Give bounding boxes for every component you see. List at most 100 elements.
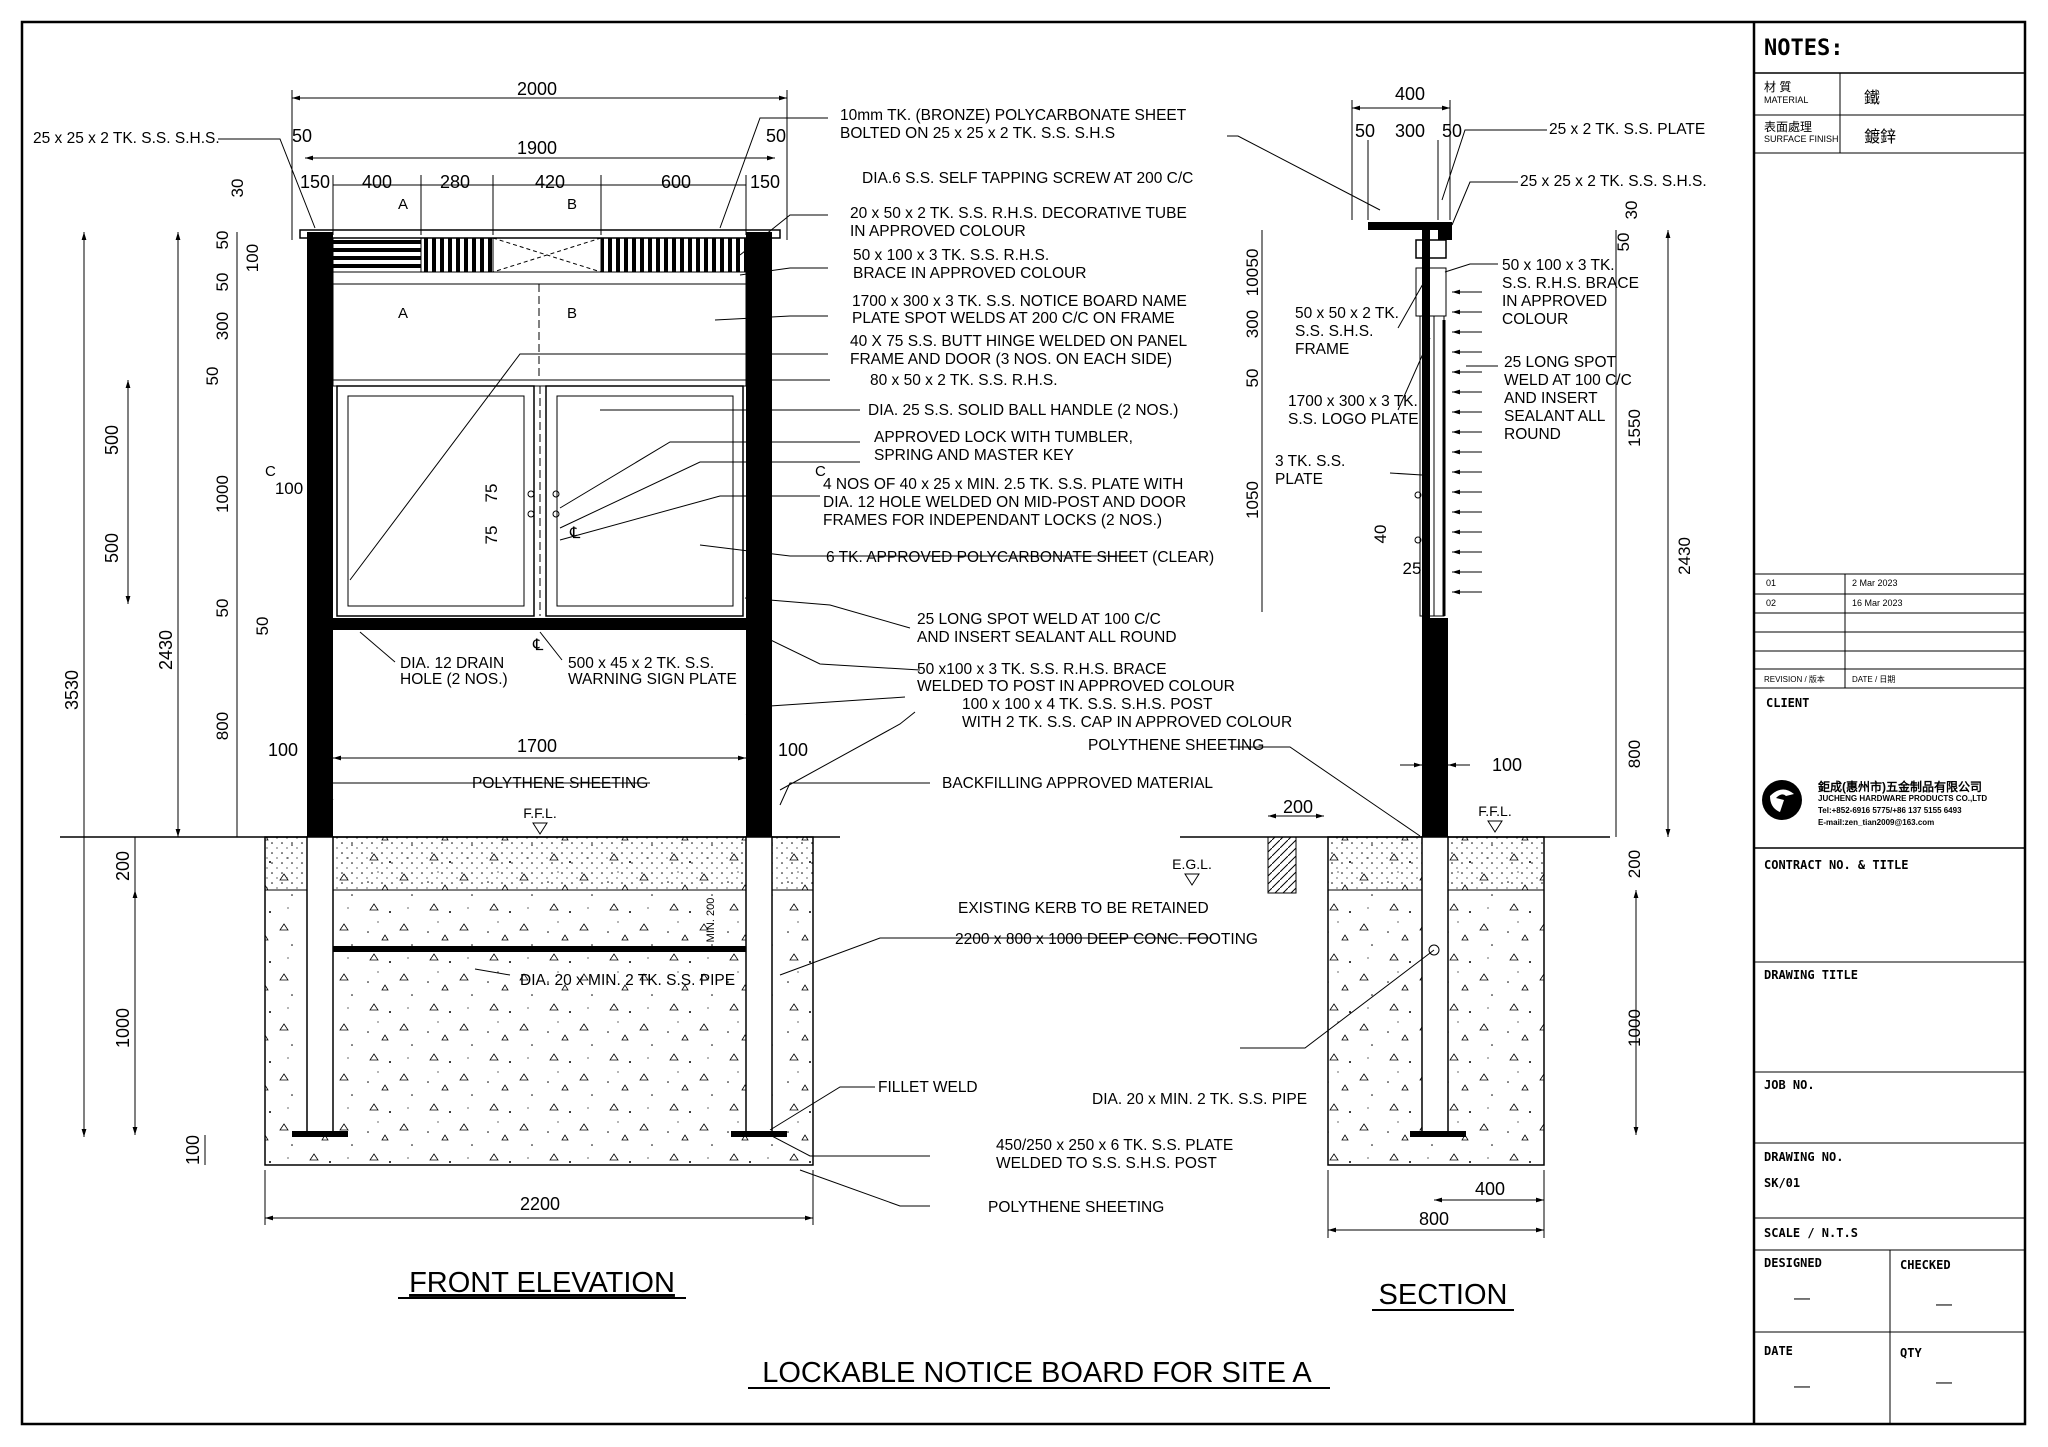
front-left-post [307,232,333,837]
kerb [1267,836,1297,894]
callout-plate-2: DIA. 12 HOLE WELDED ON MID-POST AND DOOR [823,494,1186,511]
finish-en: SURFACE FINISH [1764,134,1839,144]
designed-label: DESIGNED [1764,1256,1822,1270]
dim-2200: 2200 [520,1194,560,1214]
sec-callout-brace-2: S.S. R.H.S. BRACE [1502,275,1639,292]
dim-100-door: 100 [275,479,303,498]
sec-dim-50-left: 50 [1355,121,1375,141]
date-value: — [1794,1378,1810,1395]
section-a-top: A [398,196,408,213]
section-a-bottom: A [398,305,408,322]
sec-dim-400: 400 [1395,84,1425,104]
callout-footing: 2200 x 800 x 1000 DEEP CONC. FOOTING [955,931,1258,948]
sec-callout-frame-2: S.S. S.H.S. [1295,323,1373,340]
dim-150-left: 150 [300,172,330,192]
sec-callout-plate25: 25 x 2 TK. S.S. PLATE [1549,121,1705,138]
left-door [336,385,535,617]
title-block [1754,72,2025,1424]
front-elevation: 2000 1900 50 50 150 400 280 420 600 150 … [33,79,1307,1225]
dim-500-bottom: 500 [102,533,122,563]
sec-dim-100-post: 100 [1492,755,1522,775]
sec-dim-50-b: 50 [1243,369,1262,388]
section-b-bottom: B [567,305,577,322]
scale-label: SCALE / N.T.S [1764,1226,1858,1240]
revision-header: REVISION / 版本 [1764,675,1825,684]
dim-1700: 1700 [517,736,557,756]
dim-2430: 2430 [156,630,176,670]
callout-rhs80: 80 x 50 x 2 TK. S.S. R.H.S. [870,372,1058,389]
section-post [1422,618,1448,837]
sec-dim-25: 25 [1403,559,1422,578]
material-cn: 材 質 [1764,80,1792,94]
dim-420: 420 [535,172,565,192]
callout-base-1: 450/250 x 250 x 6 TK. S.S. PLATE [996,1137,1233,1154]
callout-spot-2: AND INSERT SEALANT ALL ROUND [917,629,1177,646]
callout-warn-2: WARNING SIGN PLATE [568,671,737,688]
sec-dim-200: 200 [1625,850,1644,878]
front-footing [264,836,814,1166]
designed-value: — [1794,1290,1810,1307]
front-right-post [746,232,772,837]
dim-50-a: 50 [213,231,232,250]
finish-value: 鍍鋅 [1864,129,1897,146]
section-title: SECTION [1379,1279,1508,1311]
sec-dim-30: 30 [1622,201,1641,220]
dim-75-a: 75 [482,484,501,503]
callout-lock-2: SPRING AND MASTER KEY [874,447,1074,464]
callout-poly-sheet-bottom: POLYTHENE SHEETING [988,1199,1164,1216]
sec-callout-shs25: 25 x 25 x 2 TK. S.S. S.H.S. [1520,173,1707,190]
sec-callout-brace-1: 50 x 100 x 3 TK. [1502,257,1615,274]
callout-drain-2: HOLE (2 NOS.) [400,671,508,688]
dim-100-base: 100 [183,1135,203,1165]
sec-dim-800-base: 800 [1419,1209,1449,1229]
front-elevation-title: FRONT ELEVATION [409,1267,675,1299]
sec-callout-frame-1: 50 x 50 x 2 TK. [1295,305,1399,322]
dim-3530: 3530 [62,670,82,710]
dim-280: 280 [440,172,470,192]
sec-callout-spot-3: AND INSERT [1504,390,1598,407]
dim-30: 30 [228,179,247,198]
sec-dim-200-kerb: 200 [1283,797,1313,817]
callout-polycarb-2: BOLTED ON 25 x 25 x 2 TK. S.S. S.H.S [840,125,1115,142]
company-logo [1760,778,1804,822]
centerline-mark: ℄ [569,525,581,542]
callout-handle: DIA. 25 S.S. SOLID BALL HANDLE (2 NOS.) [868,402,1178,419]
dim-200: 200 [113,851,133,881]
date-label: DATE [1764,1344,1793,1358]
dim-300: 300 [213,312,232,340]
dim-50-d: 50 [213,599,232,618]
checked-value: — [1936,1296,1952,1313]
callout-pipe-front: DIA. 20 x MIN. 2 TK. S.S. PIPE [520,972,735,989]
rev-01-date: 2 Mar 2023 [1852,578,1898,588]
dim-1000: 1000 [113,1008,133,1048]
sec-dim-800: 800 [1625,740,1644,768]
sec-ffl: F.F.L. [1478,803,1511,819]
sec-dim-1550: 1550 [1625,409,1644,447]
drawing-title-label: DRAWING TITLE [1764,968,1858,982]
sec-callout-spot-4: SEALANT ALL [1504,408,1606,425]
callout-plate-3: FRAMES FOR INDEPENDANT LOCKS (2 NOS.) [823,512,1162,529]
dim-50-c: 50 [203,367,222,386]
rev-02-date: 16 Mar 2023 [1852,598,1903,608]
qty-label: QTY [1900,1346,1922,1360]
company-cn: 鉅成(惠州市)五金制品有限公司 [1818,780,1982,794]
callout-fillet: FILLET WELD [878,1079,978,1096]
rev-02-no: 02 [1766,598,1777,608]
section-view: 400 50 300 50 30 50 50 100 300 50 1050 1… [1088,84,1707,1238]
sec-callout-ss3-2: PLATE [1275,471,1323,488]
finish-cn: 表面處理 [1764,120,1813,134]
section-c-right: C [815,463,826,480]
sec-callout-frame-3: FRAME [1295,341,1349,358]
callout-brace-1: 50 x 100 x 3 TK. S.S. R.H.S. [853,247,1049,264]
section-b-top: B [567,196,577,213]
section-c-left: C [265,463,276,480]
sec-dim-1000: 1000 [1625,1009,1644,1047]
dim-600: 600 [661,172,691,192]
sec-callout-poly-sheet: POLYTHENE SHEETING [1088,737,1264,754]
callout-polycarb-1: 10mm TK. (BRONZE) POLYCARBONATE SHEET [840,107,1187,124]
sec-dim-1050: 1050 [1243,481,1262,519]
callout-base-2: WELDED TO S.S. S.H.S. POST [996,1155,1217,1172]
callout-hinge-1: 40 X 75 S.S. BUTT HINGE WELDED ON PANEL [850,333,1187,350]
dim-800: 800 [213,712,232,740]
